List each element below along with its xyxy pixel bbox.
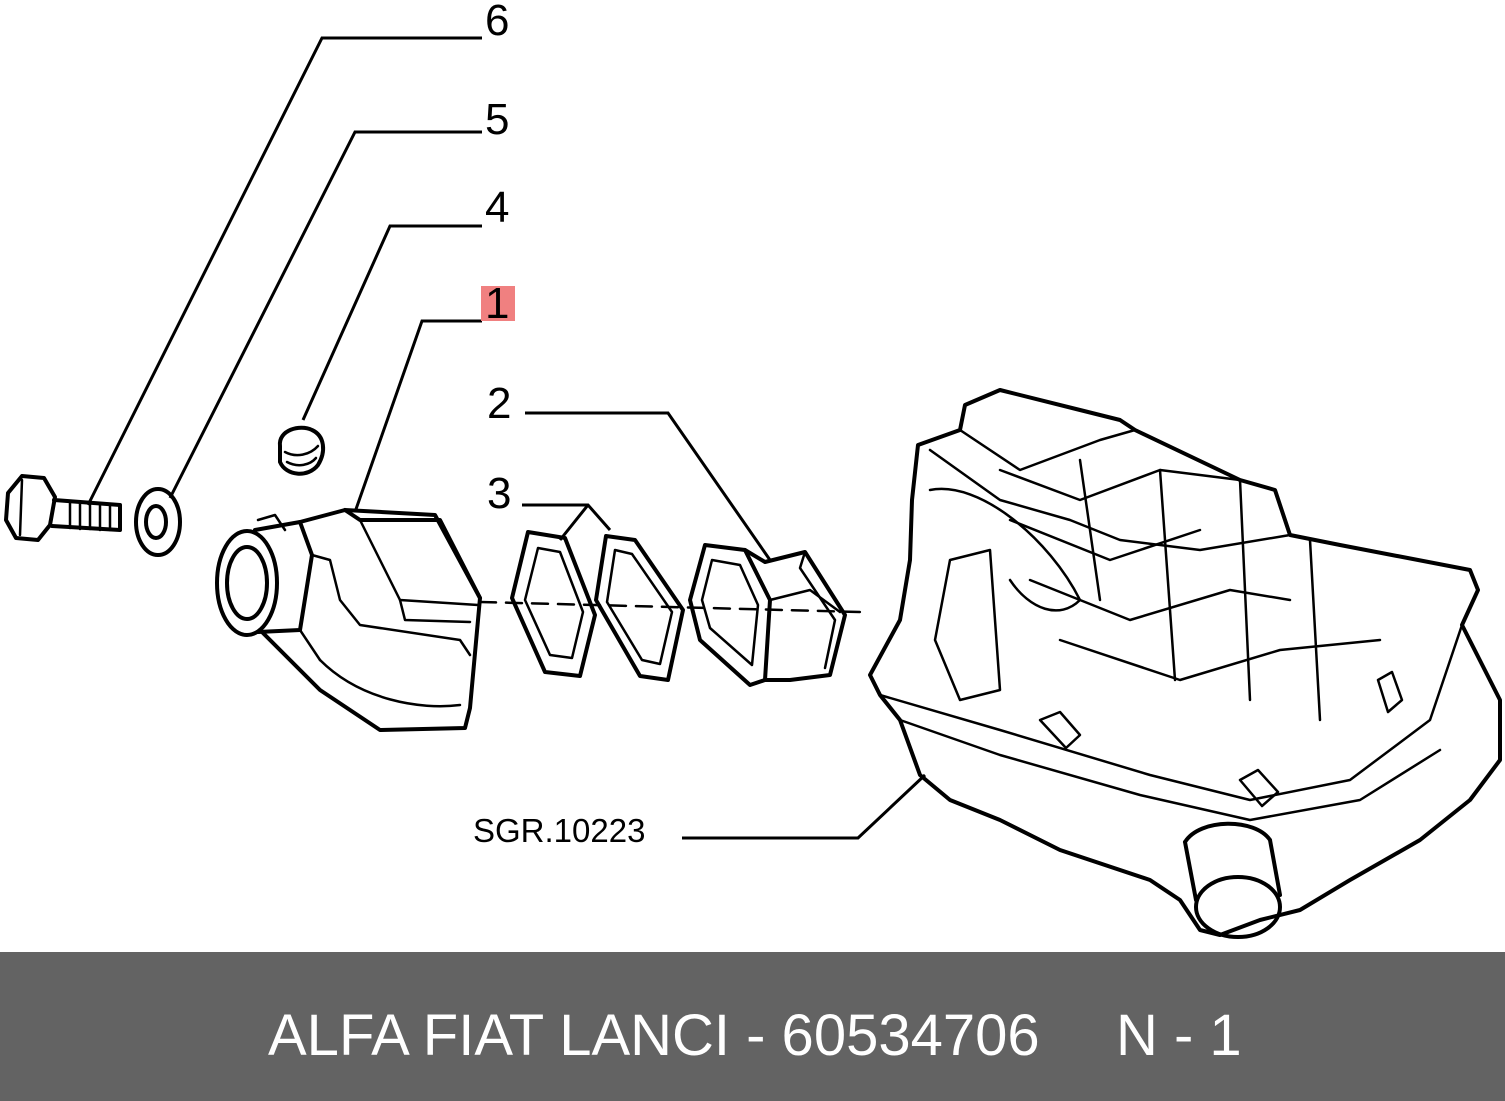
leader-ref [682, 773, 927, 840]
air-filter-box [868, 388, 1502, 939]
gasket-part-3 [510, 530, 685, 682]
washer-part-5 [134, 487, 182, 557]
callout-5: 5 [485, 95, 509, 144]
bolt-part-6 [4, 474, 122, 542]
callout-3: 3 [487, 469, 511, 518]
quantity-label: N - 1 [1116, 1003, 1242, 1068]
reference-label: SGR.10223 [473, 812, 645, 849]
callout-1: 1 [485, 279, 509, 328]
leader-1 [353, 319, 482, 513]
leader-3a [522, 503, 612, 531]
leader-5 [168, 130, 482, 499]
leader-2 [525, 411, 772, 561]
leader-4 [301, 224, 482, 421]
grommet-part-4 [277, 425, 326, 476]
callout-6: 6 [485, 0, 509, 45]
leader-3b [558, 504, 590, 541]
callout-1-highlight [481, 286, 515, 321]
housing-part-1 [215, 508, 482, 732]
leader-6 [86, 36, 482, 506]
brand-part-number: ALFA FIAT LANCI - 60534706 [268, 1003, 1040, 1068]
adapter-part-2 [688, 543, 847, 687]
callout-2: 2 [487, 379, 511, 428]
leader-lines [86, 36, 927, 840]
footer-bar: ALFA FIAT LANCI - 60534706 N - 1 [0, 952, 1505, 1101]
callout-4: 4 [485, 183, 509, 232]
exploded-parts-diagram: 6 5 4 1 2 3 SGR.10223 [4, 0, 1502, 939]
